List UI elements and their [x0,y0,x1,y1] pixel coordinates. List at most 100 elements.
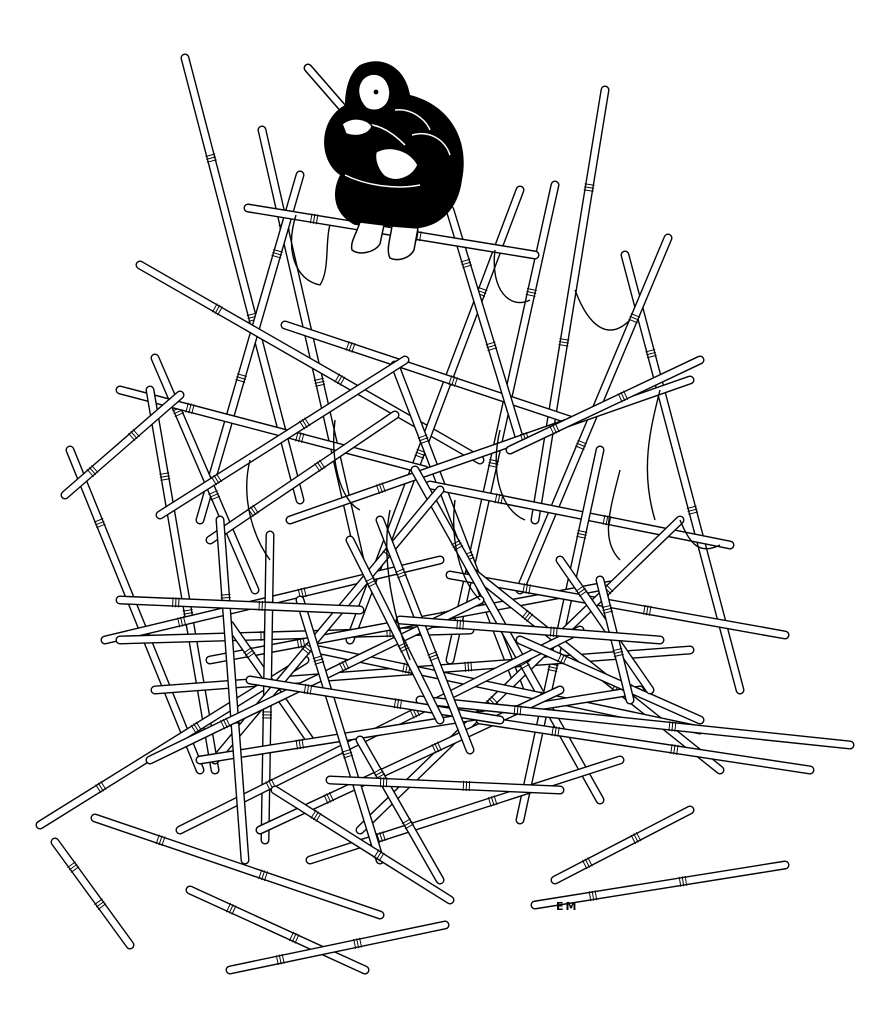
stick-binding [91,464,99,474]
stick-binding [587,857,593,867]
stick-binding [490,695,499,704]
stick-binding [646,351,657,356]
stick-binding [528,584,531,595]
stick-binding [489,458,500,463]
stick-binding [551,424,558,434]
stick-binding [404,823,414,830]
hanging-ropes [246,214,721,661]
stick-binding [562,655,568,665]
stick-binding [578,590,588,597]
stick-binding [373,849,380,859]
stick-binding [313,377,324,381]
stick-binding [345,340,350,351]
stick-binding [516,705,519,716]
stick-binding [402,662,406,673]
stick-binding [451,376,456,386]
stick-binding [547,668,558,673]
stick-binding [486,344,497,349]
stick-binding [94,520,105,526]
stick-binding [378,852,385,862]
stick-binding [526,290,537,294]
stick-binding [462,619,465,630]
bamboo-stick-fill [391,361,524,694]
stick-binding [520,663,530,670]
bamboo-stick-fill [326,776,564,794]
stick-binding [237,373,247,377]
stick-binding [623,390,629,400]
stick-binding [554,422,560,433]
stick-binding [584,186,595,189]
stick-binding [300,587,304,598]
stick-binding [100,781,107,791]
stick-binding [210,476,217,486]
stick-binding [217,306,223,316]
bamboo-stick-fill [286,376,694,524]
stick-binding [206,156,217,160]
stick-binding [434,742,440,753]
stick-binding [681,876,685,887]
bamboo-stick-fill [506,356,704,454]
stick-binding [575,585,585,592]
bamboo-stick-fill [396,616,664,644]
stick-binding [215,473,223,483]
stick-binding [418,437,429,442]
bamboo-stick-fill [411,466,604,804]
bamboo-stick-fill [296,596,384,864]
bamboo-stick-fill [446,206,524,444]
stick-binding [291,932,297,943]
bamboo-stick-fill [61,391,184,499]
stick-binding [398,644,409,650]
stick-binding [312,811,320,821]
stick-binding [687,508,698,512]
stick-binding [188,403,192,414]
stick-binding [526,287,537,292]
stick-binding [453,377,459,387]
stick-binding [620,391,626,402]
bamboo-stick-fill [356,736,444,884]
bamboo-stick-fill [116,596,364,614]
stick-binding [303,645,312,653]
stick-binding [601,604,612,609]
stick-binding [183,612,194,615]
artist-signature: EM [556,900,579,913]
bamboo-stick-fill [258,126,364,564]
stick-binding [523,611,531,621]
stick-binding [525,583,529,594]
stick-binding [452,542,462,549]
bamboo-stick-pile [35,53,855,975]
stick-binding [558,344,569,347]
stick-binding [334,373,341,383]
stick-binding [490,796,495,806]
stick-binding [376,833,381,843]
stick-binding [581,859,588,870]
stick-binding [487,797,492,807]
stick-binding [195,721,202,731]
bamboo-stick-fill [426,481,734,549]
stick-binding [272,251,283,256]
stick-binding [235,378,246,383]
stick-binding [591,890,595,901]
stick-binding [525,293,536,297]
stick-binding [549,425,555,435]
stick-binding [210,495,221,501]
stick-binding [629,315,640,321]
stick-binding [177,617,181,628]
stick-binding [295,739,299,750]
stick-binding [415,451,426,457]
stick-binding [312,213,316,224]
stick-binding [246,651,256,659]
bamboo-stick-fill [476,716,814,774]
stick-binding [315,383,326,387]
stick-binding [225,902,232,913]
bamboo-stick-fill [216,516,249,864]
stick-binding [494,493,498,504]
stick-binding [328,791,335,802]
stick-binding [344,659,350,670]
stick-binding [635,831,642,842]
stick-binding [605,515,609,526]
bamboo-stick-fill [226,921,449,974]
stick-binding [97,782,104,792]
stick-binding [575,445,585,451]
stick-binding [497,493,501,504]
